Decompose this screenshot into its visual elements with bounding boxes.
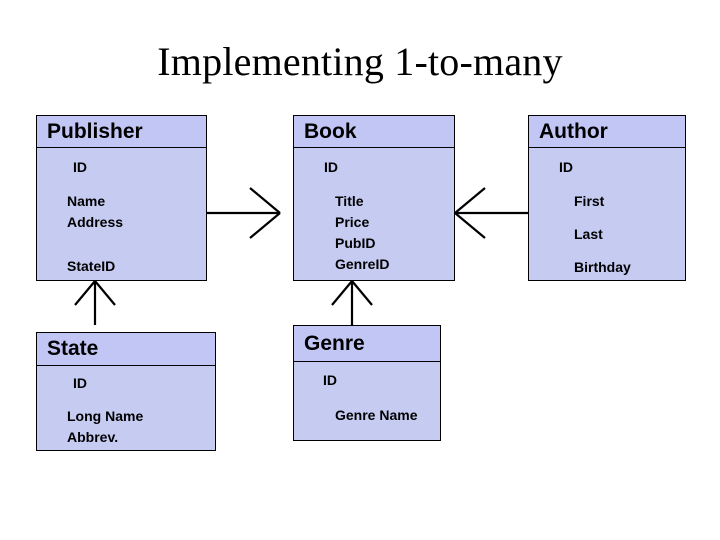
link-publisher-state-foot-right xyxy=(94,280,116,306)
field-book-genreid: GenreID xyxy=(335,256,390,272)
entity-publisher[interactable]: Publisher ID Name Address StateID xyxy=(36,115,207,281)
entity-state[interactable]: State ID Long Name Abbrev. xyxy=(36,332,216,451)
field-book-title: Title xyxy=(335,193,364,209)
entity-book[interactable]: Book ID Title Price PubID GenreID xyxy=(293,115,455,281)
field-book-price: Price xyxy=(335,214,370,230)
link-book-author-foot-bottom xyxy=(454,212,486,239)
entity-genre-header: Genre xyxy=(294,326,440,362)
field-book-pubid: PubID xyxy=(335,235,376,251)
entity-book-fields: ID Title Price PubID GenreID xyxy=(294,148,454,281)
field-author-birthday: Birthday xyxy=(574,259,631,275)
page-title: Implementing 1-to-many xyxy=(157,39,563,84)
entity-state-header: State xyxy=(37,333,215,366)
entity-genre-fields: ID Genre Name xyxy=(294,362,440,442)
field-author-first: First xyxy=(574,193,605,209)
field-genre-name: Genre Name xyxy=(335,407,418,423)
field-state-id: ID xyxy=(73,375,87,391)
field-publisher-stateid: StateID xyxy=(67,258,116,274)
field-state-longname: Long Name xyxy=(67,408,144,424)
field-genre-id: ID xyxy=(323,372,337,388)
entity-publisher-fields: ID Name Address StateID xyxy=(37,148,206,281)
entity-publisher-header: Publisher xyxy=(37,116,206,148)
link-book-genre-foot-left xyxy=(331,280,353,306)
field-publisher-address: Address xyxy=(67,214,124,230)
field-state-abbrev: Abbrev. xyxy=(67,429,119,445)
field-book-id: ID xyxy=(324,159,338,175)
link-book-genre-foot-right xyxy=(351,280,373,306)
entity-author[interactable]: Author ID First Last Birthday xyxy=(528,115,686,281)
entity-book-header: Book xyxy=(294,116,454,148)
field-publisher-id: ID xyxy=(73,159,87,175)
field-author-last: Last xyxy=(574,226,603,242)
entity-genre[interactable]: Genre ID Genre Name xyxy=(293,325,441,441)
link-book-author-foot-top xyxy=(454,187,486,214)
link-publisher-book-foot-bottom xyxy=(249,212,281,239)
field-author-id: ID xyxy=(559,159,573,175)
link-publisher-book-foot-top xyxy=(249,187,281,214)
entity-author-fields: ID First Last Birthday xyxy=(529,148,685,281)
link-publisher-state-foot-left xyxy=(74,280,96,306)
entity-state-fields: ID Long Name Abbrev. xyxy=(37,366,215,452)
field-publisher-name: Name xyxy=(67,193,106,209)
entity-author-header: Author xyxy=(529,116,685,148)
